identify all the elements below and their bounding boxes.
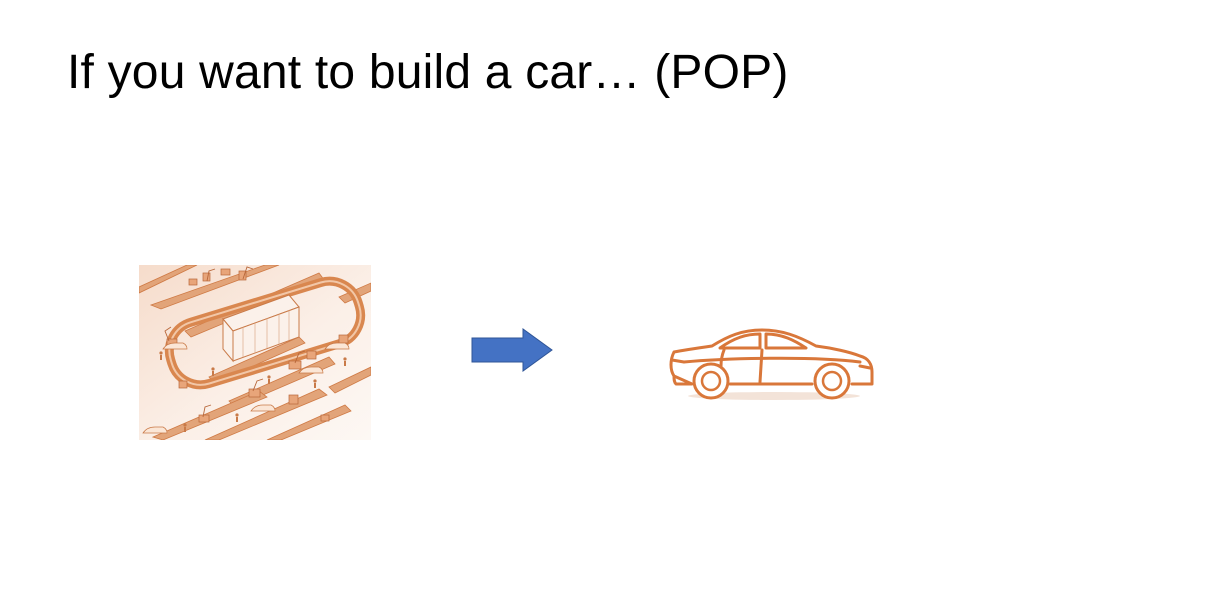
slide-title: If you want to build a car… (POP) [67, 46, 789, 99]
right-arrow-icon [471, 328, 553, 372]
factory-assembly-line-icon [139, 265, 371, 440]
car-icon [664, 326, 878, 404]
